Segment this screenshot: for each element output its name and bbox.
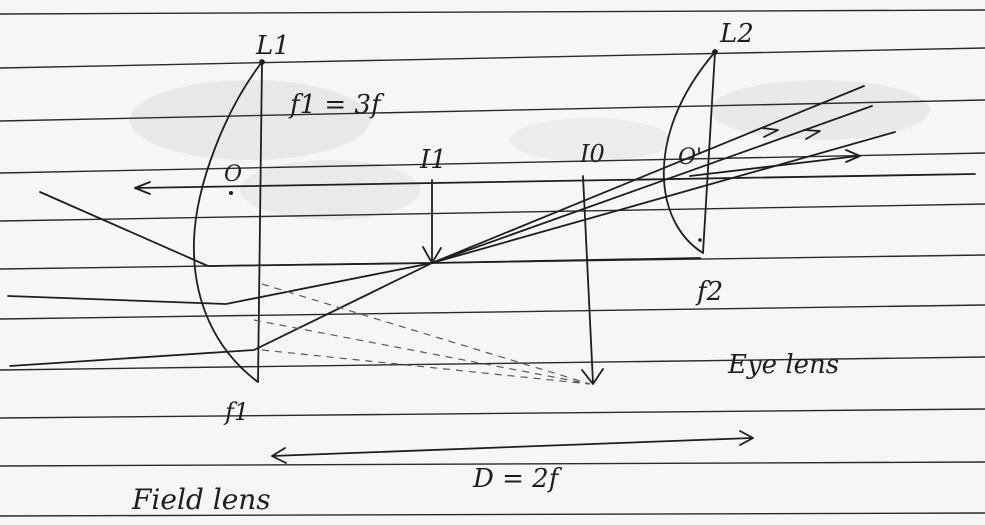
field-lens-label: Field lens (131, 483, 271, 516)
separation-arrowhead-left (271, 447, 287, 464)
exit-arrowhead-2 (761, 127, 779, 138)
ray-1 (39, 85, 865, 267)
exit-arrowhead-1 (845, 149, 861, 163)
focus2-label: f2 (695, 277, 723, 307)
centre-dot-1 (229, 191, 233, 195)
lens2-label: L2 (719, 19, 754, 49)
ray-4 (431, 257, 701, 264)
focus1-label: f1 (223, 398, 249, 426)
ruled-lines (0, 9, 985, 517)
ray-2 (7, 105, 873, 305)
exit-arrowhead-3 (803, 129, 821, 140)
ray-3 (9, 131, 896, 367)
image1-label: I1 (419, 145, 447, 175)
eye-lens-label: Eye lens (727, 350, 839, 380)
eye-lens-plane (702, 51, 716, 254)
guide-rays (253, 283, 591, 385)
exit-ray-1 (689, 155, 859, 177)
field-lens-curve (193, 61, 263, 383)
image-arrowhead-i0 (581, 368, 604, 385)
separation-arrowhead-right (739, 430, 754, 446)
focal-length-label: f1 = 3f (288, 90, 385, 120)
field-lens-top-point (259, 59, 265, 65)
principal-axis (134, 173, 976, 189)
separation-arrow (271, 437, 753, 457)
centre1-label: O (224, 162, 242, 187)
axis-arrowhead (134, 181, 151, 195)
image-arrow-i0 (582, 175, 594, 384)
image0-label: I0 (579, 140, 605, 168)
field-lens-plane (257, 61, 263, 383)
centre2-label: O' (678, 145, 702, 170)
eye-lens-top-point (712, 49, 718, 55)
separation-label: D = 2f (472, 464, 563, 494)
lens1-label: L1 (255, 31, 290, 61)
eye-lens-curve (662, 51, 716, 254)
focus-dot-2 (698, 238, 702, 242)
paper-smudges (130, 80, 930, 220)
